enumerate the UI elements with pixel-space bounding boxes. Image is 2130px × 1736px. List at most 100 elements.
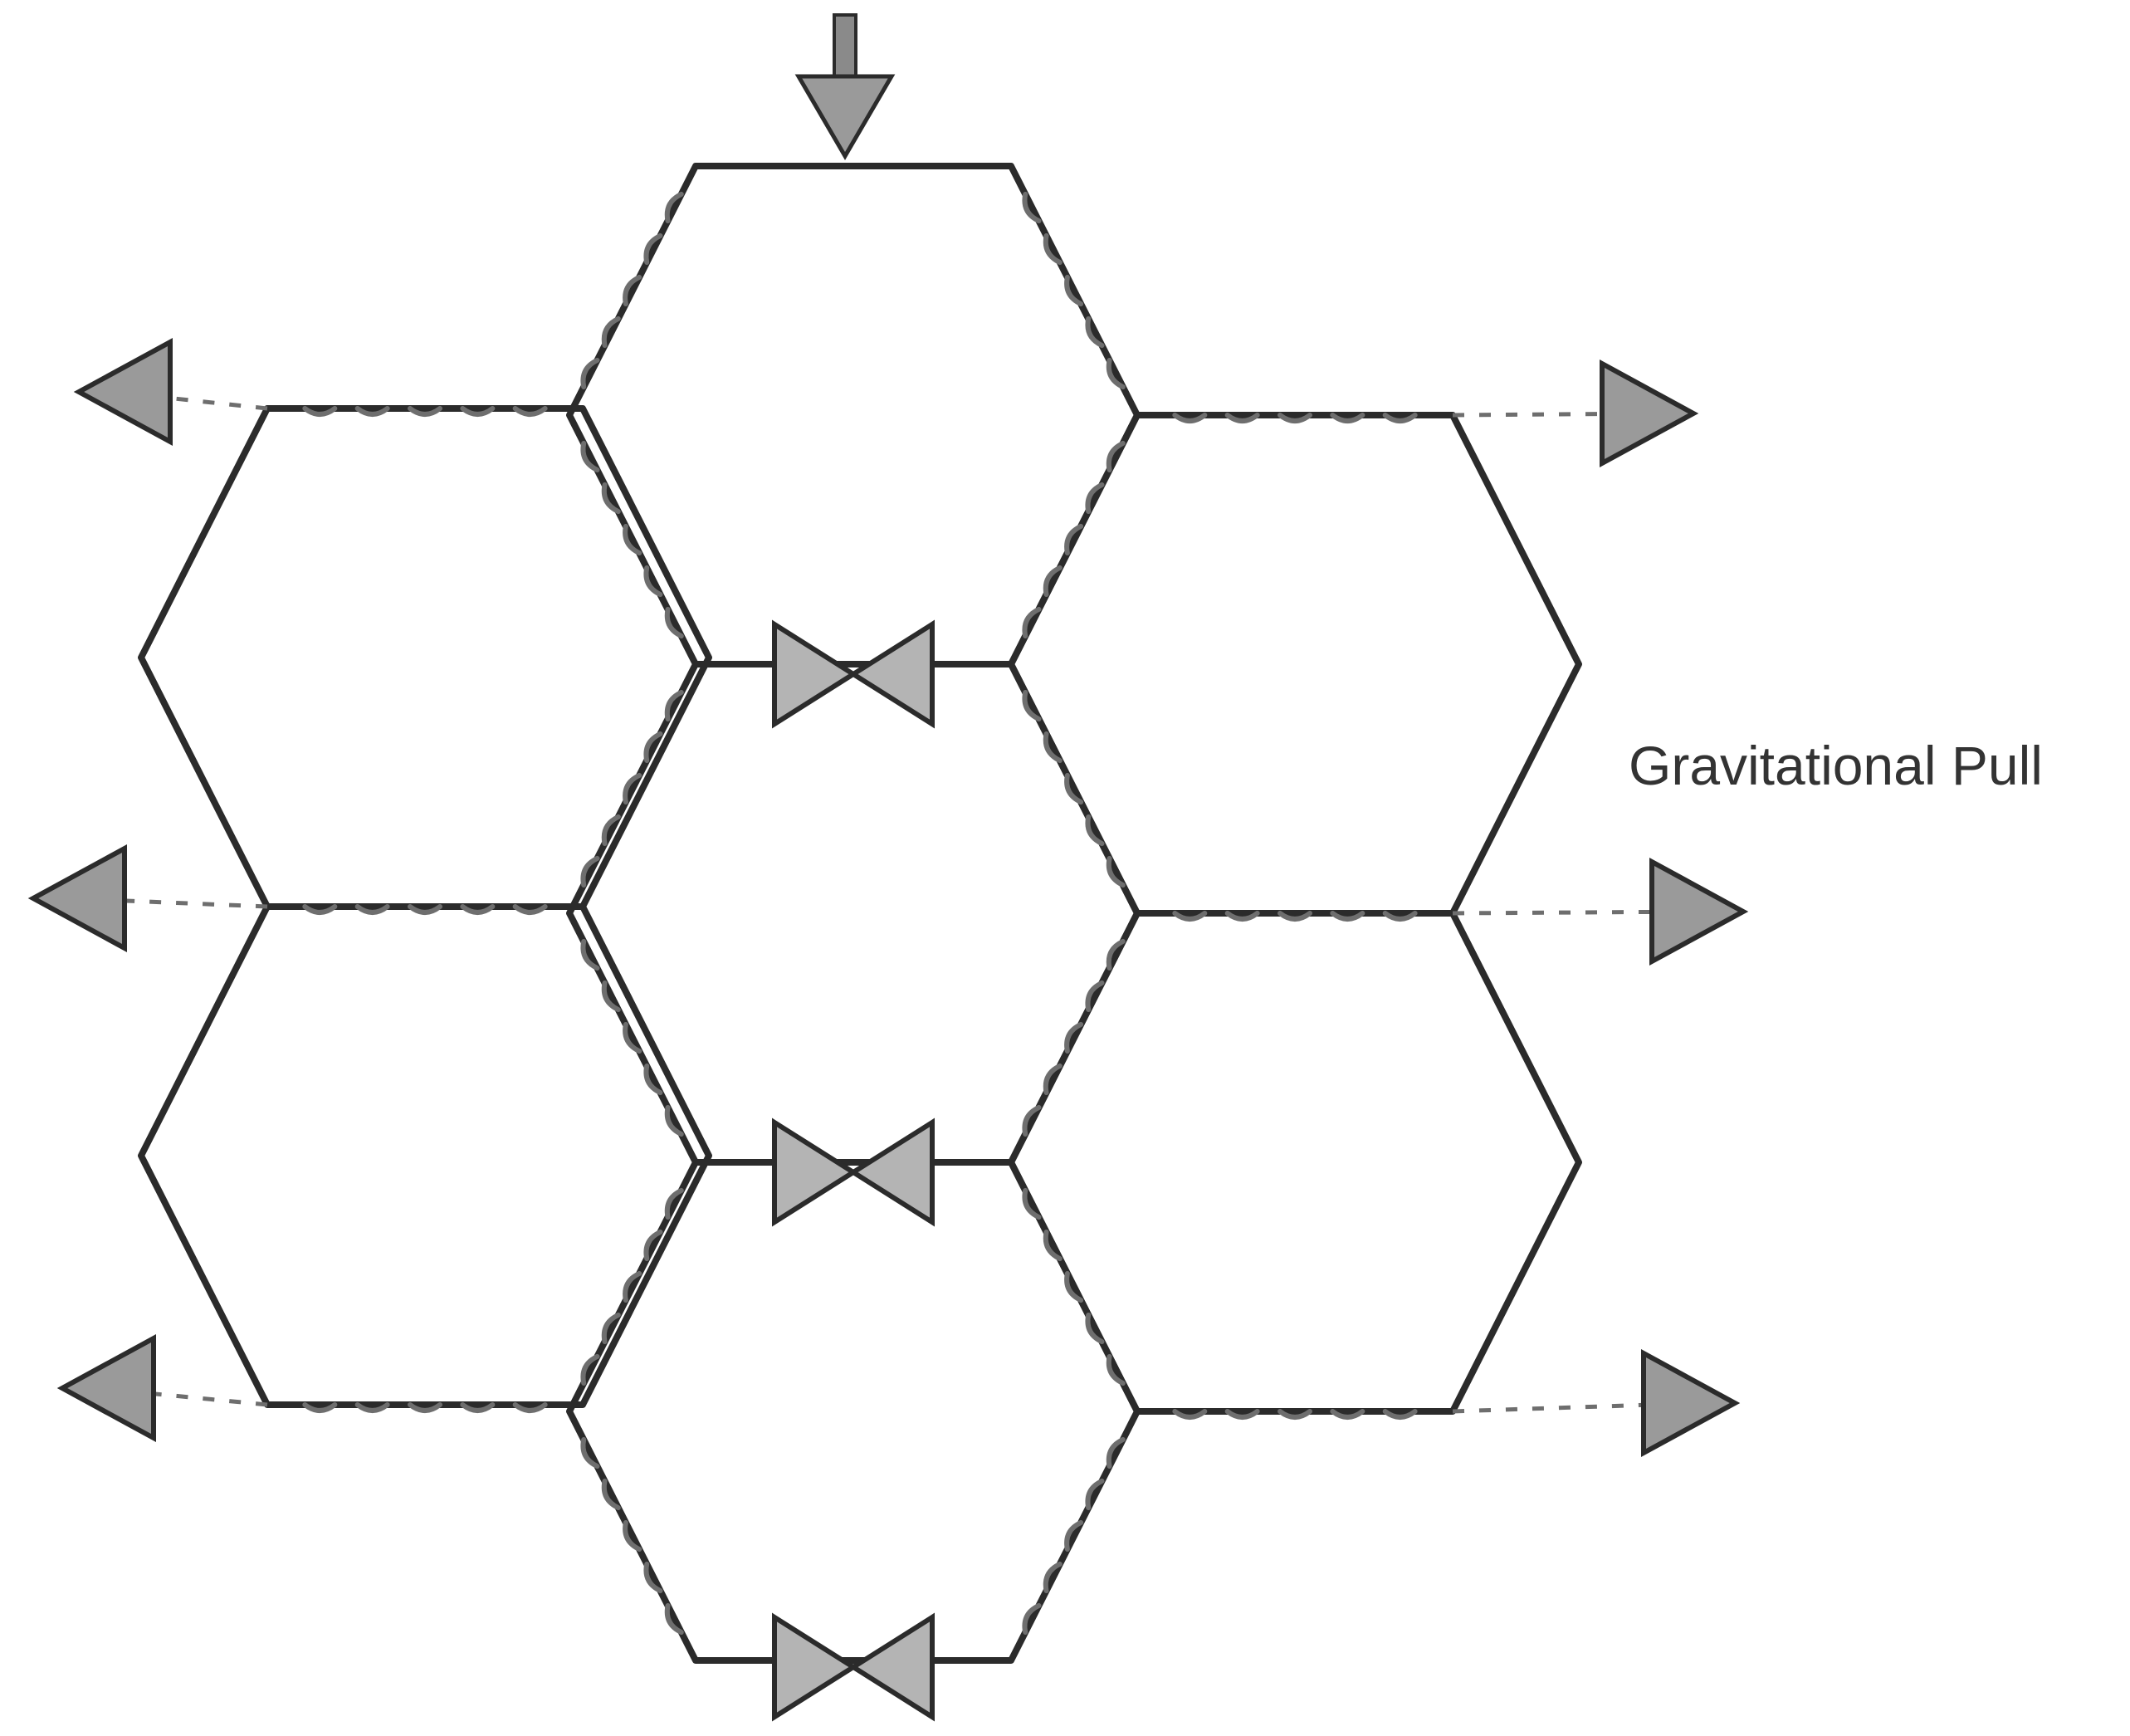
wave-mark — [1064, 1021, 1084, 1054]
wave-mark — [623, 1270, 642, 1303]
wave-mark — [1043, 1561, 1063, 1594]
triangle-arrow-icon — [1600, 359, 1699, 468]
wave-mark — [1382, 911, 1418, 922]
wave-mark — [1085, 1478, 1105, 1511]
wave-mark — [408, 406, 442, 417]
wave-mark — [1043, 232, 1063, 266]
wave-mark — [1224, 413, 1260, 423]
wave-mark — [408, 904, 442, 915]
wave-mark — [512, 406, 548, 417]
bowtie-icon — [772, 619, 858, 729]
wave-mark — [1085, 1312, 1105, 1345]
wave-mark — [1172, 413, 1208, 423]
wave-mark — [601, 315, 621, 349]
wave-mark — [302, 406, 338, 417]
wave-mark — [460, 1402, 496, 1413]
hexagon-bottom — [566, 1159, 1141, 1664]
wave-mark — [1106, 855, 1126, 888]
wave-mark — [643, 1063, 663, 1096]
wave-mark — [664, 1187, 684, 1220]
wave-mark — [460, 904, 496, 915]
wave-mark — [1022, 606, 1042, 639]
bowtie-icon — [772, 1612, 858, 1722]
wave-mark — [1085, 814, 1105, 847]
wave-mark — [1382, 413, 1418, 423]
wave-mark — [1278, 413, 1312, 423]
wave-mark — [354, 904, 390, 915]
bowtie-icon — [848, 619, 935, 729]
wave-mark — [1085, 482, 1105, 515]
wave-mark — [664, 1104, 684, 1137]
triangle-arrow-icon — [73, 337, 173, 447]
wave-mark — [643, 731, 663, 764]
triangle-arrow-icon — [1649, 857, 1749, 966]
wave-mark — [1172, 1409, 1208, 1420]
wave-mark — [664, 191, 684, 224]
wave-mark — [1043, 731, 1063, 764]
wave-mark — [623, 523, 642, 556]
wave-mark — [1278, 911, 1312, 922]
wave-mark — [580, 440, 600, 473]
wave-mark — [643, 1561, 663, 1594]
wave-mark — [643, 232, 663, 266]
wave-mark — [1224, 1409, 1260, 1420]
wave-mark — [1330, 1409, 1365, 1420]
wave-mark — [1106, 938, 1126, 971]
wave-mark — [580, 1436, 600, 1469]
wave-mark — [460, 406, 496, 417]
bowtie-icon — [848, 1117, 935, 1227]
wave-mark — [1022, 1104, 1042, 1137]
wave-mark — [664, 1602, 684, 1636]
wave-mark — [1043, 1229, 1063, 1262]
pull-line — [1452, 411, 1661, 418]
wave-mark — [623, 772, 642, 805]
wave-mark — [580, 357, 600, 390]
wave-mark — [1224, 911, 1260, 922]
wave-mark — [1064, 772, 1084, 805]
wave-mark — [1085, 315, 1105, 349]
wave-mark — [408, 1402, 442, 1413]
wave-mark — [623, 274, 642, 307]
bowtie-icon — [848, 1612, 935, 1722]
triangle-arrow-icon — [27, 844, 127, 953]
wave-mark — [580, 855, 600, 888]
wave-mark — [643, 565, 663, 598]
wave-mark — [1106, 1353, 1126, 1386]
wave-mark — [1022, 1602, 1042, 1636]
wave-mark — [623, 1519, 642, 1553]
wave-mark — [512, 1402, 548, 1413]
tension-waves — [302, 191, 1418, 1636]
wave-mark — [1022, 1187, 1042, 1220]
wave-mark — [1064, 523, 1084, 556]
wave-mark — [1064, 1270, 1084, 1303]
wave-mark — [1172, 911, 1208, 922]
wave-mark — [1064, 1519, 1084, 1553]
bowtie-icon — [772, 1117, 858, 1227]
bowtie-symbols — [772, 619, 935, 1722]
wave-mark — [1106, 1436, 1126, 1469]
wave-mark — [1043, 1063, 1063, 1096]
wave-mark — [1106, 357, 1126, 390]
wave-mark — [664, 606, 684, 639]
diagram-label: Gravitational Pull — [1629, 735, 2043, 796]
wave-mark — [601, 1312, 621, 1345]
wave-mark — [302, 904, 338, 915]
wave-mark — [1330, 413, 1365, 423]
wave-mark — [1382, 1409, 1418, 1420]
wave-mark — [1330, 911, 1365, 922]
wave-mark — [354, 406, 390, 417]
wave-mark — [1106, 440, 1126, 473]
wave-mark — [601, 1478, 621, 1511]
wave-mark — [1022, 191, 1042, 224]
wave-mark — [664, 689, 684, 722]
wave-mark — [354, 1402, 390, 1413]
down-arrow-icon — [794, 13, 896, 160]
wave-mark — [623, 1021, 642, 1054]
wave-mark — [1043, 565, 1063, 598]
triangle-arrow-icon — [56, 1333, 156, 1443]
hexagon-lower-left — [138, 903, 712, 1408]
wave-mark — [601, 980, 621, 1013]
wave-mark — [1022, 689, 1042, 722]
wave-mark — [1278, 1409, 1312, 1420]
